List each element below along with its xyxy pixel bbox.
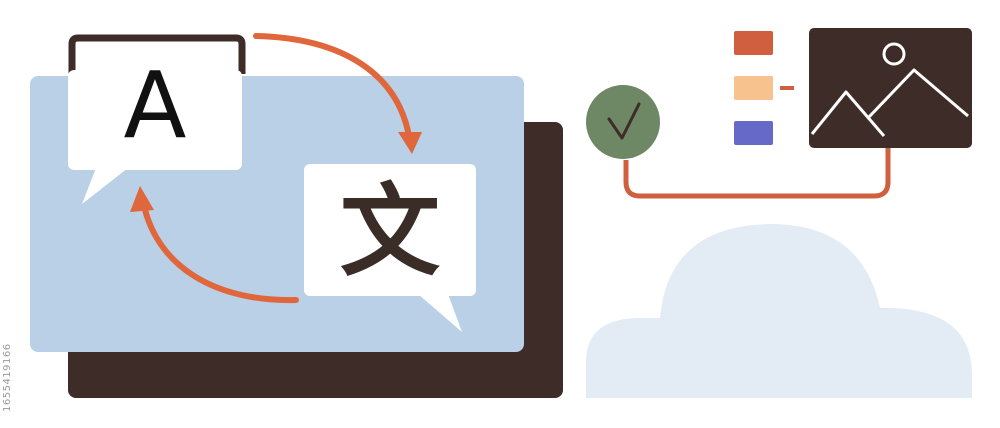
arrow-head-up <box>130 186 154 212</box>
arrow-head-down <box>398 132 422 154</box>
check-icon <box>607 102 641 140</box>
image-icon <box>809 28 972 148</box>
stock-id-label: 1655419166 <box>2 312 16 412</box>
mountain-icon <box>810 68 969 137</box>
source-speech-bubble: A <box>68 34 246 204</box>
check-badge <box>586 85 660 159</box>
target-glyph: 文 <box>340 173 440 290</box>
swatch-purple <box>734 121 773 145</box>
stock-id-text: 1655419166 <box>2 343 13 412</box>
cloud-shape <box>586 224 972 398</box>
connector-line <box>623 148 891 199</box>
swatch-red <box>734 31 773 55</box>
translate-arrows <box>139 33 413 304</box>
target-speech-bubble: 文 <box>304 164 476 332</box>
source-glyph: A <box>124 52 187 159</box>
swatch-connector <box>780 86 794 90</box>
sun-icon <box>882 42 906 66</box>
swatch-peach <box>734 76 773 100</box>
